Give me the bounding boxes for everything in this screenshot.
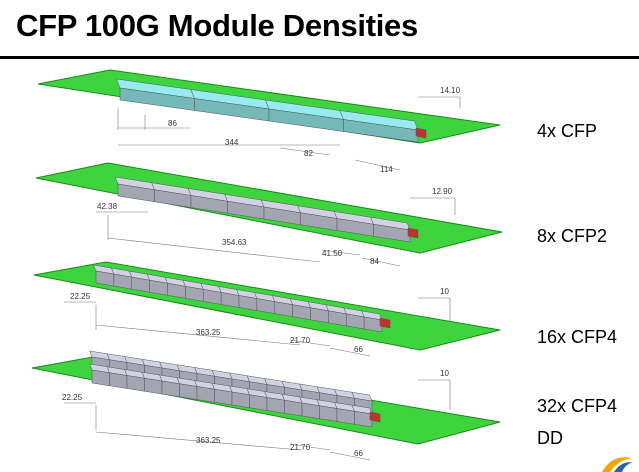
module-front [196,386,215,403]
dim-row-3-module-width: 22.25 [70,292,91,301]
row-label-4-line-2: DD [537,428,563,448]
module-front [336,408,355,425]
dim-row-4-pitch: 21.70 [290,443,311,452]
dim-row-1-height: 14.10 [440,86,461,95]
module-front [91,369,110,387]
company-logo-icon [602,457,632,472]
modules-row-4 [89,350,381,428]
row-label-3: 16x CFP4 [537,327,618,347]
module-front [343,119,419,143]
module-front [284,399,303,417]
modules-row-3 [93,264,391,333]
dim-row-2-edge: 84 [370,257,379,266]
dim-row-3-pitch: 21.70 [290,336,311,345]
module-connector [407,227,419,239]
row-label-2: 8x CFP2 [537,226,608,246]
module-front [161,380,180,398]
dimensions-row-4 [64,379,451,461]
module-front [363,316,383,333]
dim-row-3-edge: 66 [354,345,363,354]
modules-row-2 [114,176,419,243]
dim-row-2-module-width: 42.38 [97,202,118,211]
module-front [266,397,285,414]
dimensions-row-3 [64,297,451,357]
module-front [373,223,411,243]
dim-row-1-edge: 114 [380,165,393,174]
module-connector [415,127,427,139]
dim-row-4-module-width: 22.25 [62,393,83,402]
module-connector [369,411,381,423]
dim-row-4-total: 363.25 [196,436,221,445]
module-front [319,405,338,422]
title-divider [0,56,639,59]
module-front [109,372,128,389]
module-front [144,377,163,395]
dim-row-3-height: 10 [440,287,449,296]
module-front [231,391,250,409]
row-label-4-line-1: 32x CFP4 [537,396,618,416]
module-front [249,394,268,411]
module-front [301,402,320,420]
dim-row-1-module-width: 86 [168,119,177,128]
dim-row-2-total: 354.63 [222,238,247,247]
modules-row-1 [116,78,427,143]
dim-row-4-height: 10 [440,369,449,378]
page-title: CFP 100G Module Densities [16,8,418,43]
module-front [214,388,233,406]
row-label-1: 4x CFP [537,121,598,141]
dim-row-4-edge: 66 [354,449,363,458]
dim-row-2-pitch: 41.50 [322,249,343,258]
module-connector [379,317,391,329]
dim-row-2-height: 12.90 [432,187,453,196]
dim-row-3-total: 363.25 [196,328,221,337]
module-front [126,375,145,392]
dim-row-1-pitch: 82 [304,149,313,158]
module-front [354,410,373,428]
dimensions-row-2 [96,197,456,267]
dim-row-1-total: 344 [225,138,239,147]
dimensions-row-1 [117,96,461,171]
module-front [179,383,198,400]
